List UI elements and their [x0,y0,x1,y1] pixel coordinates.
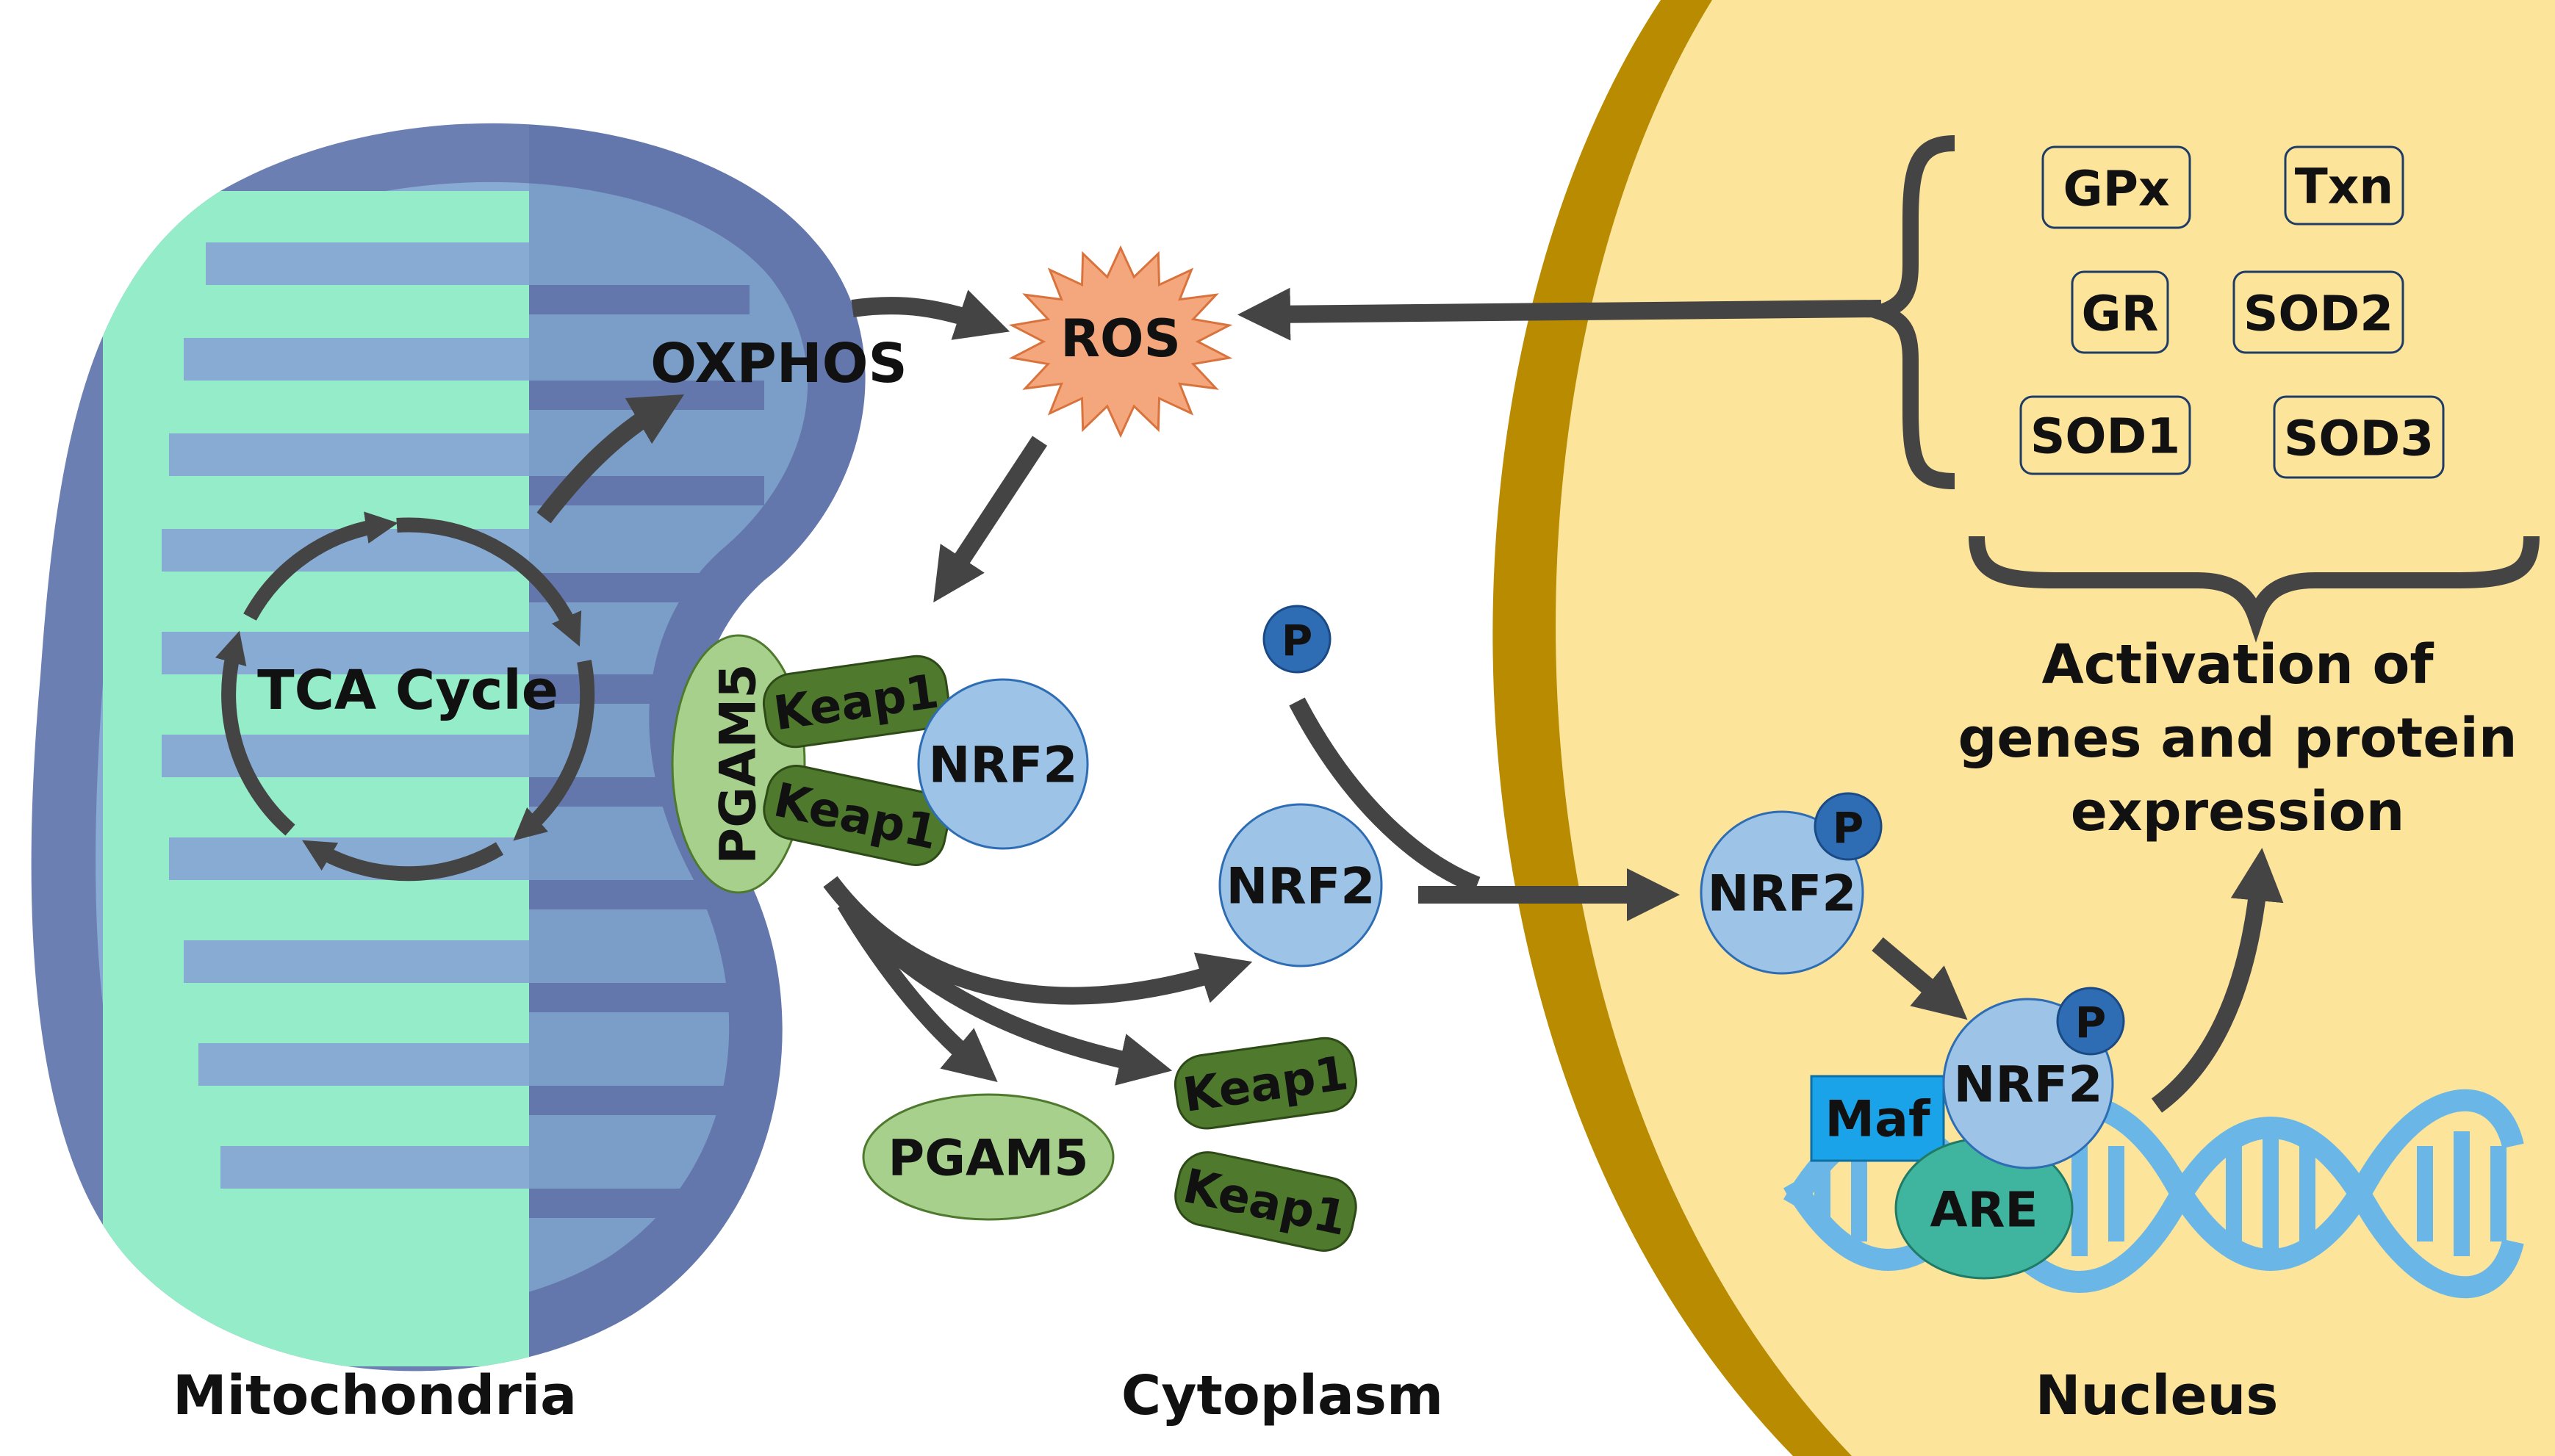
brace-vertical [1855,135,1955,489]
keap1-top-group: Keap1 [762,655,950,749]
gene-label-sod2: SOD2 [2243,286,2393,342]
keap1-bottom-capsule [763,765,949,866]
gene-box-sod1 [2019,395,2191,475]
gene-box-gpx [2041,145,2191,229]
arrow-phosphate-to-nrf2 [1289,697,1481,894]
arrow-complex-to-keap1 [846,908,1173,1086]
ros-starburst: ROS [1008,245,1233,439]
gene-label-sod1: SOD1 [2030,408,2180,465]
keap1-free-1-group: Keap1 [1174,1037,1358,1130]
phosphate-2-label: P [2075,998,2107,1048]
nrf2-p-label: NRF2 [1707,865,1856,923]
keap1-free-2-group: Keap1 [1174,1151,1357,1252]
tca-arc-5 [243,511,398,621]
nrf2-free-label: NRF2 [1226,858,1375,916]
tca-arc-1 [396,517,582,647]
nrf2-complex-circle [917,678,1089,850]
maf-box [1810,1075,1945,1162]
are-label: ARE [1930,1182,2038,1239]
arrow-tca-to-oxphos [536,394,685,524]
gene-box-sod2 [2232,270,2404,354]
keap1-bottom-group: Keap1 [763,765,949,866]
phosphate-1-label: P [1833,803,1864,853]
activation-line-2: genes and protein [1958,707,2517,770]
keap1-free-2-capsule [1174,1151,1357,1252]
maf-label: Maf [1825,1091,1931,1149]
activation-line-3: expression [2071,780,2405,843]
gene-label-sod3: SOD3 [2284,411,2434,467]
nucleus-interior [1556,0,2555,1456]
arrow-oxphos-to-ros [851,289,1010,340]
tca-cycle-label: TCA Cycle [257,659,558,722]
tca-arc-4 [215,630,295,836]
arrow-are-to-activation [2151,848,2284,1113]
cytoplasm-label: Cytoplasm [1121,1364,1443,1427]
nucleus-label: Nucleus [2035,1364,2279,1427]
tca-arc-3 [302,840,504,882]
phosphate-free-circle [1262,605,1332,674]
nucleus-region [1492,0,2555,1456]
nrf2-complex-label: NRF2 [928,737,1077,795]
nrf2-free-circle [1218,803,1383,967]
tca-arc-2 [513,660,595,841]
brace-horizontal [1969,536,2540,643]
phosphate-1-circle [1814,792,1883,861]
nrf2-bound-label: NRF2 [1953,1056,2102,1114]
pgam5-free-ellipse [862,1093,1115,1221]
gene-label-gpx: GPx [2063,161,2169,217]
arrow-antioxidants-to-ros [1237,287,1882,341]
gene-box-sod3 [2273,395,2445,479]
keap1-free-1-capsule [1174,1037,1358,1130]
ros-label: ROS [1060,309,1181,369]
pgam5-complex-label: PGAM5 [710,663,768,864]
oxphos-label: OXPHOS [650,332,908,395]
mitochondria-label: Mitochondria [173,1364,577,1427]
pgam5-free-label: PGAM5 [888,1130,1088,1188]
gene-label-gr: GR [2082,286,2159,342]
phosphate-free-label: P [1282,616,1313,666]
arrow-nrf2p-to-are [1872,937,1968,1020]
gene-grid: GPx Txn GR SOD2 SOD1 SOD3 [2019,145,2445,479]
gene-box-txn [2284,145,2404,226]
arrow-ros-to-complex [933,436,1048,603]
keap1-top-capsule [762,655,950,749]
tca-cycle: TCA Cycle [215,511,595,882]
gene-box-gr [2071,270,2169,354]
ros-star-shape [1008,245,1233,439]
gene-label-txn: Txn [2295,159,2394,215]
nrf2-p-circle [1700,810,1864,975]
phosphate-2-circle [2056,987,2125,1056]
activation-line-1: Activation of [2041,633,2434,696]
mito-complex: PGAM5 Keap1 Keap1 NRF2 [671,634,1089,894]
